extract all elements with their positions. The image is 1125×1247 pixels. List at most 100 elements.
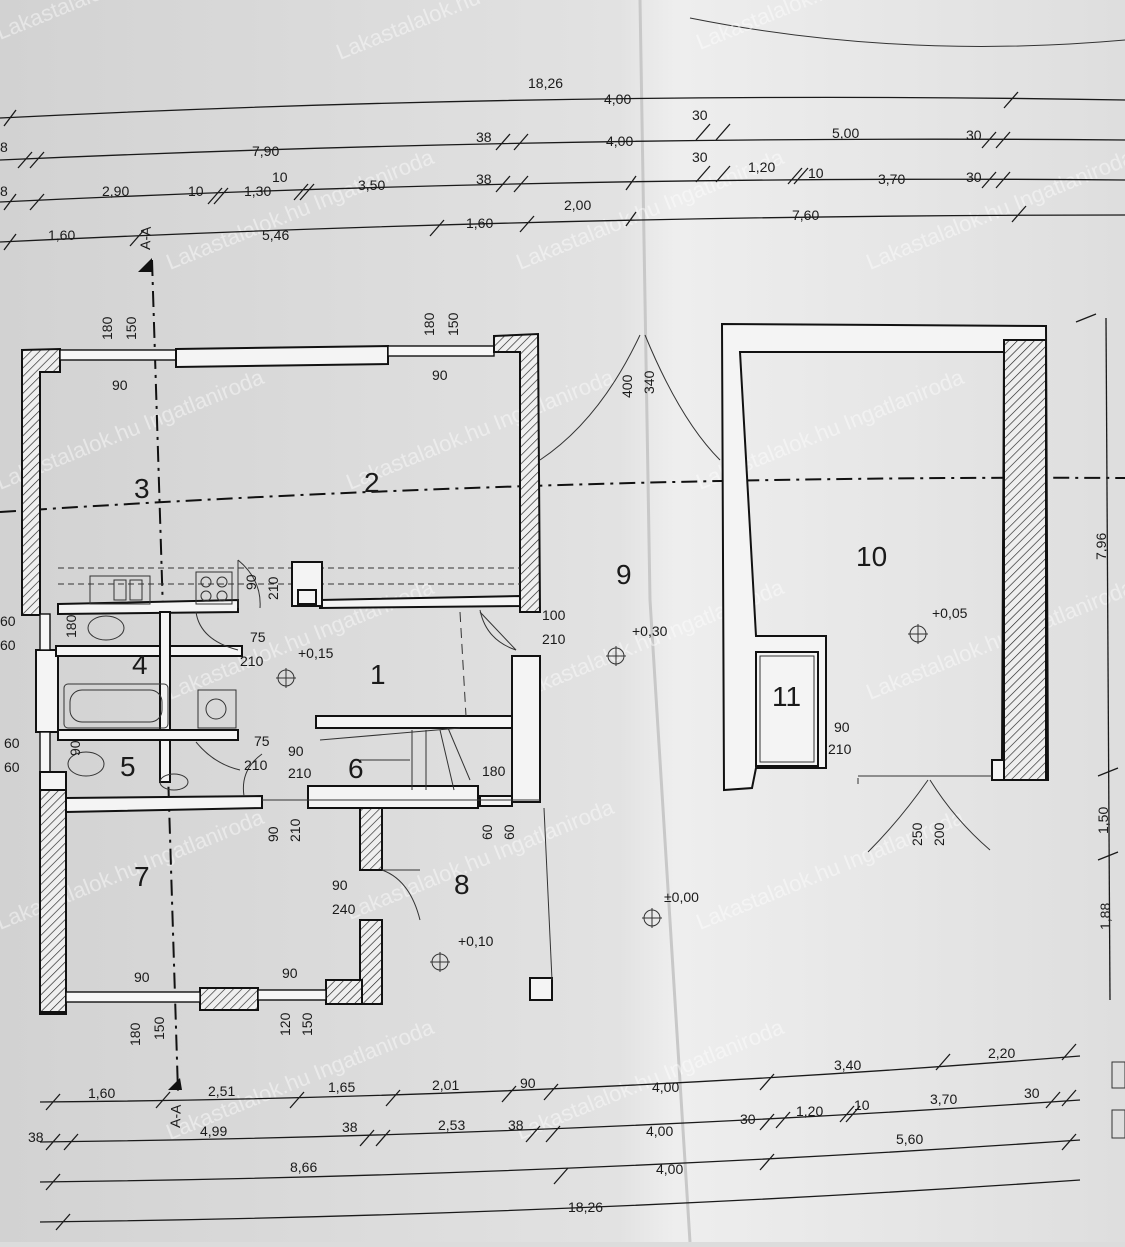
svg-text:120: 120: [277, 1012, 293, 1036]
svg-text:8: 8: [0, 183, 8, 199]
svg-text:1,50: 1,50: [1095, 807, 1111, 834]
svg-text:180: 180: [482, 763, 506, 779]
horizontal-axis-line: [0, 476, 1125, 513]
level-room-9: +0,30: [632, 623, 668, 639]
svg-text:60: 60: [0, 613, 16, 629]
svg-text:2,20: 2,20: [988, 1045, 1015, 1061]
room-labels: 1 2 3 4 5 6 7 8 9 10 11: [120, 467, 887, 900]
svg-text:30: 30: [740, 1111, 756, 1127]
svg-text:30: 30: [692, 107, 708, 123]
svg-text:30: 30: [966, 169, 982, 185]
svg-text:5,60: 5,60: [896, 1131, 923, 1147]
svg-text:1,60: 1,60: [48, 227, 75, 243]
svg-text:5,46: 5,46: [262, 227, 289, 243]
svg-text:2,01: 2,01: [432, 1077, 459, 1093]
svg-text:90: 90: [265, 826, 281, 842]
svg-text:150: 150: [299, 1012, 315, 1036]
svg-text:90: 90: [288, 743, 304, 759]
svg-text:2,90: 2,90: [102, 183, 129, 199]
room-9: 9: [616, 559, 632, 590]
svg-text:180: 180: [63, 614, 79, 638]
svg-text:4,00: 4,00: [656, 1161, 683, 1177]
room-1: 1: [370, 659, 386, 690]
garage-walls: [720, 322, 1050, 792]
svg-text:250: 250: [909, 822, 925, 846]
svg-text:8: 8: [0, 139, 8, 155]
svg-text:1,30: 1,30: [244, 183, 271, 199]
svg-text:200: 200: [931, 822, 947, 846]
level-room-1: +0,15: [298, 645, 334, 661]
svg-text:60: 60: [501, 824, 517, 840]
room-11: 11: [772, 681, 801, 712]
svg-text:75: 75: [250, 629, 266, 645]
svg-text:7,90: 7,90: [252, 143, 279, 159]
svg-text:150: 150: [445, 312, 461, 336]
svg-text:400: 400: [619, 374, 635, 398]
room-10: 10: [856, 541, 887, 572]
svg-text:180: 180: [421, 312, 437, 336]
svg-text:340: 340: [641, 370, 657, 394]
svg-text:60: 60: [0, 637, 16, 653]
svg-text:3,50: 3,50: [358, 177, 385, 193]
svg-text:210: 210: [287, 818, 303, 842]
svg-text:75: 75: [254, 733, 270, 749]
svg-text:60: 60: [4, 759, 20, 775]
svg-text:3,70: 3,70: [878, 171, 905, 187]
svg-text:240: 240: [332, 901, 356, 917]
paper-edge-curve: [689, 17, 1125, 47]
room-5: 5: [120, 751, 136, 782]
room-7: 7: [134, 861, 150, 892]
svg-text:4,00: 4,00: [652, 1079, 679, 1095]
svg-text:10: 10: [188, 183, 204, 199]
svg-text:2,51: 2,51: [208, 1083, 235, 1099]
svg-text:90: 90: [432, 367, 448, 383]
opening-labels: 180 150 90 180 150 90 400 340 100 210 90…: [0, 312, 947, 1046]
svg-text:100: 100: [542, 607, 566, 623]
room-4: 4: [132, 649, 148, 680]
svg-text:38: 38: [476, 129, 492, 145]
svg-text:210: 210: [244, 757, 268, 773]
svg-text:4,99: 4,99: [200, 1123, 227, 1139]
svg-text:18,26: 18,26: [568, 1199, 603, 1215]
svg-text:90: 90: [282, 965, 298, 981]
svg-text:1,20: 1,20: [796, 1103, 823, 1119]
svg-text:2,53: 2,53: [438, 1117, 465, 1133]
svg-text:2,00: 2,00: [564, 197, 591, 213]
svg-text:180: 180: [127, 1022, 143, 1046]
svg-text:210: 210: [828, 741, 852, 757]
svg-text:3,70: 3,70: [930, 1091, 957, 1107]
svg-text:38: 38: [476, 171, 492, 187]
svg-text:4,00: 4,00: [606, 133, 633, 149]
svg-text:210: 210: [542, 631, 566, 647]
dimension-lines-right: 7,96 1,50 1,88: [1075, 313, 1125, 1139]
svg-text:90: 90: [134, 969, 150, 985]
level-outside: ±0,00: [664, 889, 699, 905]
svg-text:1,65: 1,65: [328, 1079, 355, 1095]
dimension-lines-bottom: 1,60 2,51 1,65 2,01 90 4,00 3,40 2,20 38…: [28, 1043, 1081, 1231]
svg-text:90: 90: [243, 574, 259, 590]
paper-fold: [638, 0, 692, 1243]
svg-text:1,60: 1,60: [466, 215, 493, 231]
svg-text:4,00: 4,00: [646, 1123, 673, 1139]
dimension-lines-top: 18,26 7,90 38 4,00 4,00 30 5,00 30 2,90 …: [0, 75, 1125, 251]
svg-text:1,20: 1,20: [748, 159, 775, 175]
section-label-top: A-A: [137, 226, 154, 251]
svg-text:60: 60: [479, 824, 495, 840]
svg-text:150: 150: [123, 316, 139, 340]
svg-text:150: 150: [151, 1016, 167, 1040]
room-6: 6: [348, 753, 364, 784]
room-8: 8: [454, 869, 470, 900]
svg-text:10: 10: [854, 1097, 870, 1113]
svg-text:60: 60: [4, 735, 20, 751]
svg-text:1,88: 1,88: [1097, 903, 1113, 930]
house-walls: [21, 332, 553, 1015]
svg-text:90: 90: [112, 377, 128, 393]
svg-text:30: 30: [966, 127, 982, 143]
room-3: 3: [134, 473, 150, 504]
svg-text:38: 38: [508, 1117, 524, 1133]
svg-text:18,26: 18,26: [528, 75, 563, 91]
svg-text:8,66: 8,66: [290, 1159, 317, 1175]
